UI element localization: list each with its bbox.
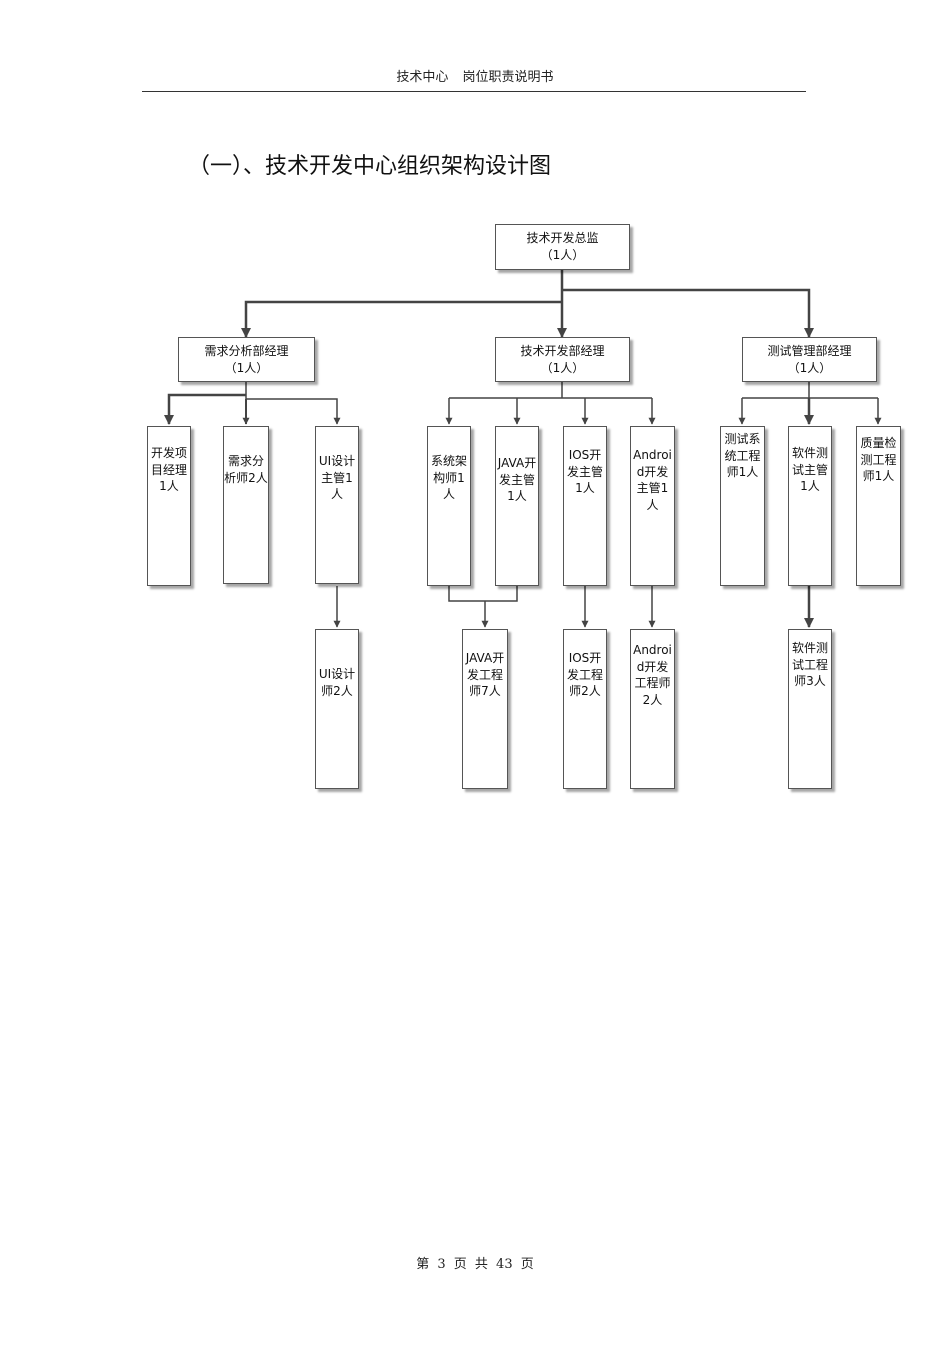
node-test-system-engineer: 测试系统工程师1人 [720,426,765,586]
node-system-architect: 系统架构师1人 [427,426,471,586]
node-manager-requirements: 需求分析部经理 （1人） [178,337,315,382]
node-requirements-analyst: 需求分析师2人 [223,426,269,584]
connector-director-left [241,300,562,338]
node-java-dev-engineer: JAVA开发工程师7人 [462,629,508,789]
node-manager-name: 技术开发部经理 [520,343,605,358]
node-manager-name: 需求分析部经理 [204,343,289,358]
node-manager-count: （1人） [224,360,269,375]
connector-req-right [246,398,341,425]
page-header-title: 技术中心 岗位职责说明书 [396,70,554,85]
node-manager-development: 技术开发部经理 （1人） [495,337,630,382]
node-ui-designer: UI设计师2人 [315,629,359,789]
node-director: 技术开发总监 （1人） [495,224,630,270]
connector-req-left [164,393,246,425]
node-ui-design-lead: UI设计主管1人 [315,426,359,584]
node-manager-testing: 测试管理部经理 （1人） [742,337,877,382]
node-manager-count: （1人） [787,360,832,375]
node-quality-test-engineer: 质量检测工程师1人 [856,426,901,586]
node-director-count: （1人） [540,248,585,262]
page-footer: 第 3 页 共 43 页 [416,1257,534,1272]
node-ios-dev-lead: IOS开发主管1人 [563,426,607,586]
node-dev-project-manager: 开发项目经理1人 [147,426,191,586]
connector-director-right [562,288,814,338]
section-title: （一）、技术开发中心组织架构设计图 [188,154,552,179]
header-divider [142,91,806,92]
node-java-dev-lead: JAVA开发主管1人 [495,426,539,586]
connector-java-join [448,586,518,602]
node-software-test-lead: 软件测试主管1人 [788,426,832,586]
node-manager-name: 测试管理部经理 [767,343,852,358]
node-software-test-engineer: 软件测试工程师3人 [788,629,832,789]
node-ios-dev-engineer: IOS开发工程师2人 [563,629,607,789]
node-manager-count: （1人） [540,360,585,375]
node-android-dev-engineer: Android开发工程师2人 [630,629,675,789]
node-director-name: 技术开发总监 [526,231,599,245]
node-android-dev-lead: Android开发主管1人 [630,426,675,586]
